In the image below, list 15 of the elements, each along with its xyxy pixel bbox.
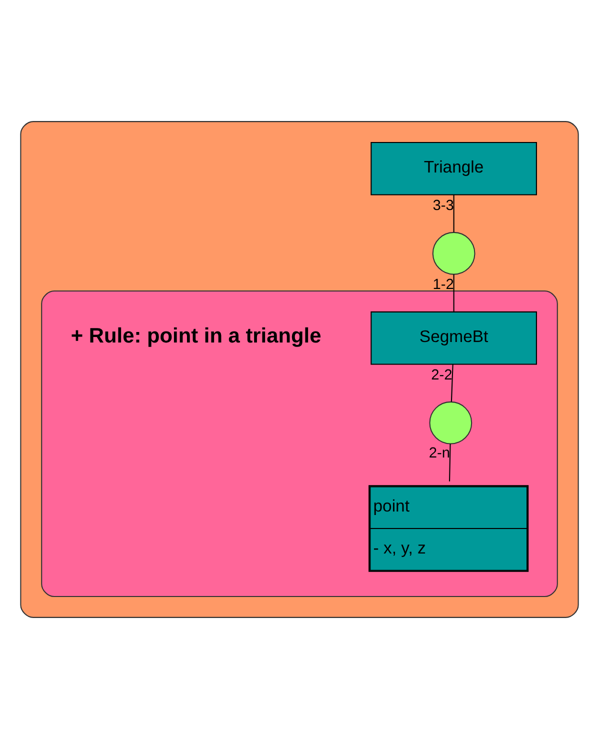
node-box: SegmeBt: [370, 310, 537, 364]
edge-label: 1-2: [432, 276, 454, 292]
connector: [450, 364, 454, 402]
edge-label: 3-3: [432, 197, 454, 214]
node-circle: [432, 231, 476, 274]
cluster: [41, 290, 558, 597]
edge-label: 2-n: [428, 445, 450, 462]
label: + Rule: point in a triangle: [70, 324, 322, 347]
node-box: Triangle: [370, 141, 537, 195]
edge-label: 2-2: [431, 366, 452, 383]
connector: [453, 194, 454, 232]
connector: [453, 274, 454, 312]
cluster: [20, 120, 579, 618]
connector: [448, 443, 451, 481]
node-circle: [429, 400, 472, 444]
